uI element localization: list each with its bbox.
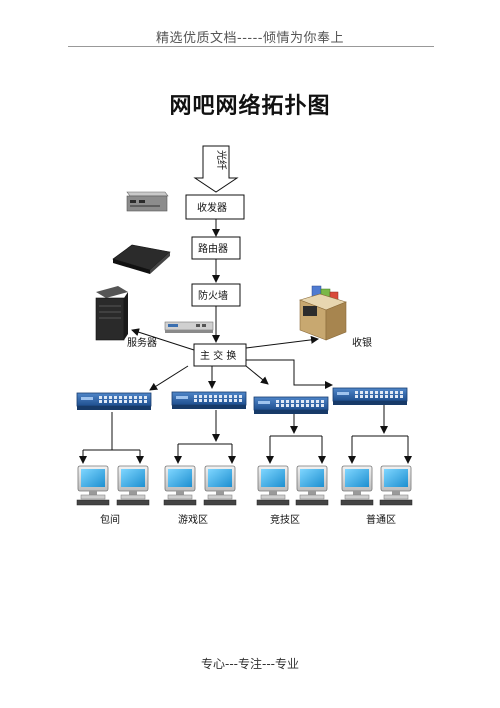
router-device-icon	[112, 244, 171, 274]
cashier-label: 收银	[352, 336, 372, 349]
access-switch-3	[253, 396, 329, 415]
pc-icon	[379, 465, 413, 506]
core-switch-box	[193, 343, 247, 367]
cashier-icon	[299, 285, 347, 341]
access-switch-1	[76, 392, 152, 411]
pc-icon	[163, 465, 197, 506]
pc-icon	[295, 465, 329, 506]
transceiver-device-icon	[126, 191, 169, 212]
pc-icon	[340, 465, 374, 506]
fiber-input-arrow: 光纤	[193, 145, 239, 193]
firewall-device-icon	[164, 321, 214, 333]
pc-icon	[116, 465, 150, 506]
zone-label-private-room: 包间	[100, 513, 120, 526]
header-divider	[68, 46, 434, 47]
server-label: 服务器	[127, 336, 157, 349]
page-title: 网吧网络拓扑图	[169, 94, 331, 119]
access-switch-4	[332, 387, 408, 406]
pc-icon	[203, 465, 237, 506]
transceiver-label: 收发器	[197, 201, 227, 214]
server-icon	[95, 286, 128, 341]
core-switch-label: 主 交 换	[200, 349, 236, 362]
zone-label-competitive: 竞技区	[270, 513, 300, 526]
router-label: 路由器	[198, 242, 228, 255]
zone-label-gaming: 游戏区	[178, 513, 208, 526]
pc-icon	[76, 465, 110, 506]
pc-icon	[256, 465, 290, 506]
zone-label-general: 普通区	[366, 513, 396, 526]
page-footer: 专心---专注---专业	[201, 657, 299, 671]
fiber-label: 光纤	[215, 150, 228, 170]
access-switch-2	[171, 391, 247, 410]
firewall-label: 防火墙	[198, 289, 228, 302]
page-header: 精选优质文档-----倾情为你奉上	[156, 31, 344, 46]
transceiver-box	[185, 194, 245, 220]
